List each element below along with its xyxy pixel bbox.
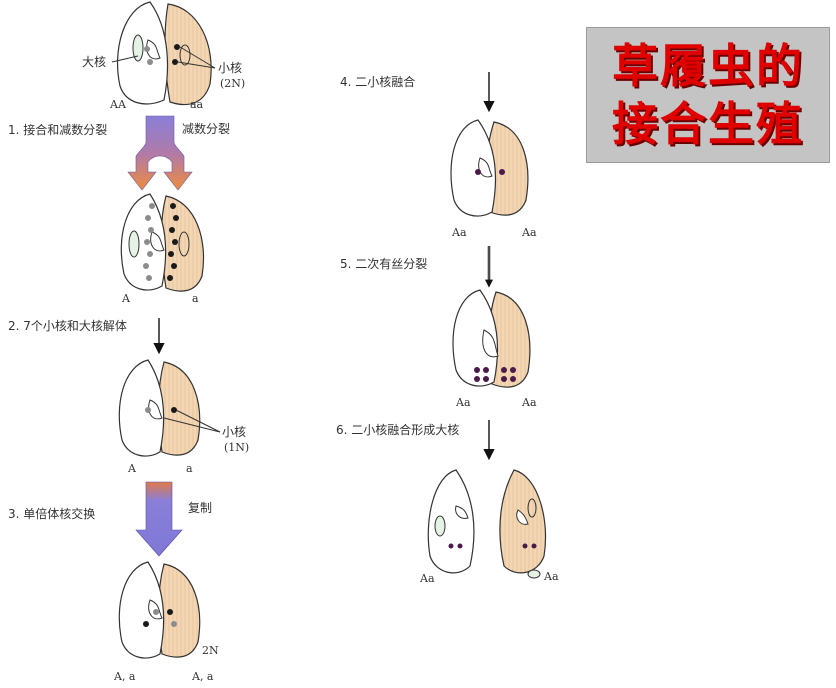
stage-5-pair [450,119,529,217]
stage-4-pair [118,561,201,659]
genotype-left: AA [109,98,127,111]
genotype-left: Aa [455,396,471,409]
pointer-line [179,46,216,69]
label-replicate: 复制 [188,501,212,515]
title-line-1: 草履虫的 [612,39,804,93]
stage-1-pair [116,1,212,106]
micronucleus-dark [172,59,178,65]
exchange-arrow [135,481,183,557]
left-cell [452,289,499,387]
right-cell [157,563,201,658]
label-diploid: (2N) [220,77,245,90]
left-cell [120,193,167,291]
daughter-micronuclei-right [501,367,516,382]
genotype-left: A, a [113,670,136,683]
micronucleus [522,543,528,549]
title-box: 草履虫的 接合生殖 [586,27,830,163]
left-cell [118,561,165,659]
label-micronucleus: 小核 [222,425,246,439]
exconjugant-cell [427,469,475,574]
new-macronucleus [527,498,537,518]
micronucleus-dark [143,621,149,627]
separated-cell-right [499,469,547,579]
genotype-right: a [186,462,193,475]
pointer-line [175,409,221,433]
micronucleus-dark [171,407,177,413]
title-line-2: 接合生殖 [612,97,804,151]
micronucleus-gray [171,621,177,627]
oral-groove [516,509,529,525]
fused-micronucleus [499,169,505,175]
micronucleus-gray [147,59,153,65]
micronucleus-gray [153,609,159,615]
micronucleus [448,543,454,549]
label-macronucleus: 大核 [82,55,106,69]
left-cell [118,359,165,457]
genotype-left: A [121,292,131,305]
right-cell [164,3,212,106]
genotype-right: aa [190,98,204,111]
step-6-label: 6. 二小核融合形成大核 [336,422,459,437]
genotype-left: A [127,462,137,475]
pointer-line [177,61,216,69]
split-arrow [127,115,193,191]
pointer-line [111,55,139,63]
stage-3-pair [118,359,201,457]
genotype-right: A, a [191,670,214,683]
stage-6-pair [452,289,531,388]
genotype-right: Aa [543,570,559,583]
micronuclei-dark-column [167,203,179,281]
genotype-right: Aa [521,226,537,239]
micronucleus-gray [144,46,150,52]
genotype-left: Aa [451,226,467,239]
fused-micronucleus [475,169,481,175]
step-3-label: 3. 单倍体核交换 [8,506,95,521]
label-2n: 2N [202,644,219,657]
oral-groove [478,157,493,178]
micronucleus-gray [145,407,151,413]
new-macronucleus [527,569,541,579]
pointer-line [163,417,221,433]
micronuclei-gray-column [143,203,155,281]
genotype-right: Aa [521,396,537,409]
label-meiosis: 减数分裂 [182,121,230,136]
left-cell [450,119,497,217]
label-micronucleus: 小核 [218,61,242,75]
separated-cell-left [427,469,475,574]
new-macronucleus [434,515,446,537]
oral-groove [482,329,499,358]
macronucleus-right [179,44,191,66]
step-4-label: 4. 二小核融合 [340,74,415,89]
right-cell [157,361,201,456]
micronucleus [531,543,537,549]
step-5-label: 5. 二次有丝分裂 [340,257,427,271]
micronucleus [457,543,463,549]
macronucleus-right [178,231,190,257]
label-haploid: (1N) [224,441,249,454]
macronucleus-left [132,34,144,62]
oral-groove [455,505,469,519]
step-1-label: 1. 接合和减数分裂 [8,122,107,137]
genotype-right: a [192,292,199,305]
oral-groove [150,231,165,252]
micronucleus-dark [167,609,173,615]
micronucleus-dark [174,44,180,50]
stage-2-pair [120,193,205,292]
macronucleus-left [128,230,140,258]
genotype-left: Aa [419,572,435,585]
daughter-micronuclei-left [474,367,489,382]
step-2-label: 2. 7个小核和大核解体 [8,319,127,333]
